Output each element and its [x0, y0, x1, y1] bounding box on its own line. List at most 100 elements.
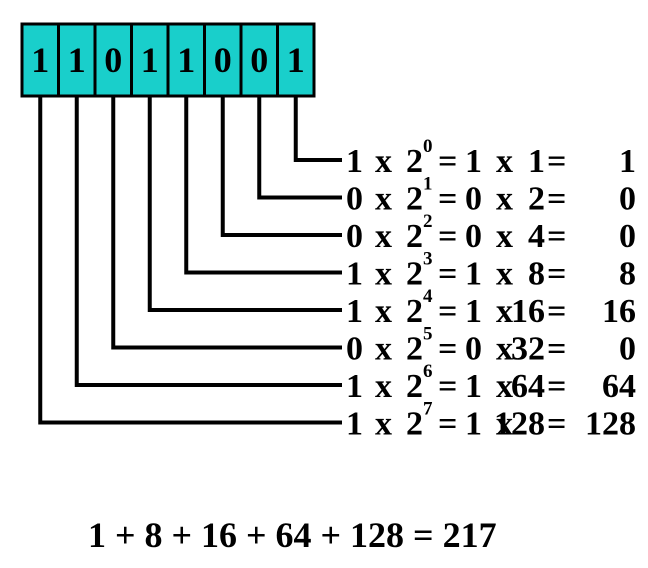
equation-term: x: [496, 368, 513, 405]
equation-term: 4: [528, 218, 545, 255]
equation-term: 1: [346, 143, 363, 180]
equation-term: 1: [619, 143, 636, 180]
equation-term: 1: [528, 143, 545, 180]
equation-term: 2: [406, 256, 423, 293]
equation-term: 8: [619, 256, 636, 293]
equation-term: =: [547, 218, 566, 255]
equation-term: 0: [423, 136, 433, 157]
equation-term: 4: [423, 286, 433, 307]
equation-term: =: [547, 293, 566, 330]
bit-digit: 1: [287, 40, 305, 80]
leader-line: [74, 96, 342, 387]
equation-term: 1: [465, 293, 482, 330]
equation-term: =: [438, 218, 457, 255]
bit-digit: 0: [250, 40, 268, 80]
equation-term: 2: [406, 218, 423, 255]
leader-line: [38, 96, 342, 425]
equation-term: 64: [602, 368, 636, 405]
bit-digit: 1: [177, 40, 195, 80]
equation-term: 0: [346, 181, 363, 218]
equation-term: x: [496, 218, 513, 255]
equation-term: 3: [423, 249, 433, 270]
equation-term: 2: [406, 406, 423, 443]
equation-term: x: [375, 143, 392, 180]
equation-term: =: [547, 181, 566, 218]
equation-term: 1: [465, 406, 482, 443]
leader-lines: [38, 96, 342, 425]
bit-digit: 1: [141, 40, 159, 80]
equation-term: 5: [423, 324, 433, 345]
equation-term: 0: [346, 218, 363, 255]
equation-term: 0: [619, 331, 636, 368]
equation-term: x: [496, 331, 513, 368]
equation-term: 2: [406, 331, 423, 368]
equation-term: 0: [465, 331, 482, 368]
equation-term: =: [547, 368, 566, 405]
equation-term: =: [547, 406, 566, 443]
equation-term: 1: [465, 143, 482, 180]
bit-digit: 1: [68, 40, 86, 80]
bit-digit: 1: [31, 40, 49, 80]
equation-term: =: [438, 331, 457, 368]
equation-term: 0: [465, 181, 482, 218]
equation-term: =: [438, 293, 457, 330]
bit-digit: 0: [104, 40, 122, 80]
equation-term: 1: [465, 368, 482, 405]
equation-term: =: [438, 143, 457, 180]
equation-term: 7: [423, 399, 433, 420]
equation-term: 0: [346, 331, 363, 368]
equation-term: =: [438, 181, 457, 218]
equation-term: =: [438, 368, 457, 405]
equation-term: x: [496, 256, 513, 293]
equation-term: 2: [406, 293, 423, 330]
equation-term: x: [375, 256, 392, 293]
leader-line: [111, 96, 342, 350]
equation-term: 0: [465, 218, 482, 255]
equation-term: 2: [423, 211, 433, 232]
equation-term: x: [496, 181, 513, 218]
equation-term: 128: [585, 406, 636, 443]
equation-term: =: [547, 143, 566, 180]
leader-line: [257, 96, 342, 200]
equation-term: 2: [406, 143, 423, 180]
leader-line: [147, 96, 342, 312]
equation-term: =: [547, 256, 566, 293]
equation-term: 2: [406, 181, 423, 218]
leader-line: [220, 96, 342, 237]
equation-term: =: [438, 256, 457, 293]
bit-digit: 0: [214, 40, 232, 80]
equation-term: x: [375, 293, 392, 330]
equation-term: x: [375, 181, 392, 218]
equation-term: x: [375, 331, 392, 368]
equation-term: 0: [619, 218, 636, 255]
equation-term: 1: [465, 256, 482, 293]
equation-term: x: [375, 406, 392, 443]
equation-term: 6: [423, 361, 433, 382]
equation-term: =: [547, 331, 566, 368]
equation-term: x: [496, 406, 513, 443]
sum-equation: 1 + 8 + 16 + 64 + 128 = 217: [88, 515, 497, 555]
equation-term: 1: [346, 293, 363, 330]
leader-line: [293, 96, 342, 162]
equation-term: x: [496, 293, 513, 330]
equation-term: =: [438, 406, 457, 443]
equation-term: 1: [346, 256, 363, 293]
equation-term: 1: [346, 406, 363, 443]
equation-term: 2: [528, 181, 545, 218]
equation-term: 16: [511, 293, 545, 330]
equation-term: 128: [494, 406, 545, 443]
bit-cell: [276, 22, 316, 98]
equation-term: 16: [602, 293, 636, 330]
equation-term: x: [375, 368, 392, 405]
